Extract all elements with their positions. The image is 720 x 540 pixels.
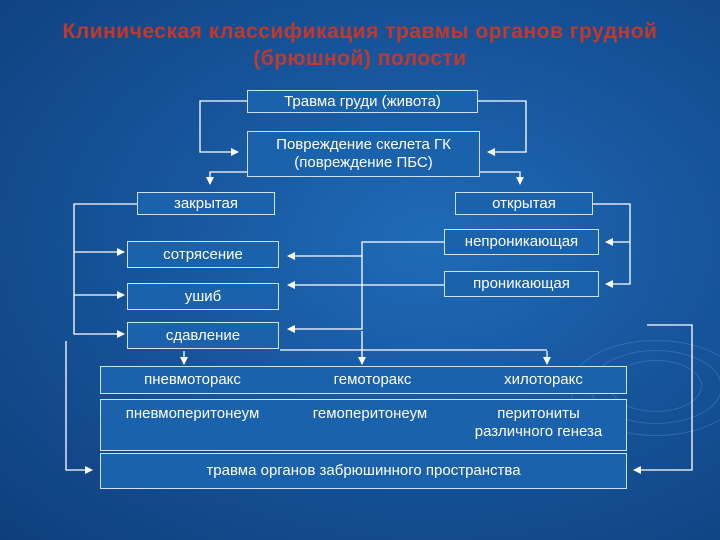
chylothorax-cell: хилоторакс [504,371,583,388]
pneumoperitoneum-cell: пневмоперитонеум [125,405,260,422]
open-box: открытая [455,192,593,215]
page-title: Клиническая классификация травмы органов… [62,20,658,70]
open-label: открытая [492,194,556,212]
connector-skeleton-closed [206,171,247,185]
connector-left-retroperitoneal [65,341,93,474]
penetrating-label: проникающая [473,275,570,292]
compression-box: сдавление [127,322,279,349]
peritonitis-line2: различного генеза [474,423,603,440]
skeleton-label-line1: Повреждение скелета ГК [276,136,451,153]
table-row-thorax [100,366,627,394]
skeleton-label-line2: (повреждение ПБС) [294,154,433,171]
nonpenetrating-box: непроникающая [444,229,599,255]
trauma-box: Травма груди (живота) [247,90,478,113]
closed-label: закрытая [173,194,239,212]
peritonitis-cell: перитониты различного генеза [450,405,627,441]
connector-skeleton-open [480,171,524,185]
pneumothorax-cell: пневмоторакс [144,371,241,388]
concussion-label: сотрясение [163,245,243,263]
nonpenetrating-label: непроникающая [464,233,579,250]
skeleton-box: Повреждение скелета ГК (повреждение ПБС) [247,131,480,177]
trauma-label: Травма груди (живота) [284,92,441,110]
connector-right-retroperitoneal [633,324,693,474]
connector-closed-branch [73,203,137,338]
hemoperitoneum-cell: гемоперитонеум [312,405,428,422]
retroperitoneal-label: травма органов забрюшинного пространства [206,462,521,479]
compression-label: сдавление [165,326,241,344]
bruise-label: ушиб [184,287,222,305]
hemothorax-cell: гемоторакс [333,371,412,388]
concussion-box: сотрясение [127,241,279,268]
closed-box: закрытая [137,192,275,215]
connector-open-branch [593,203,631,288]
connector-trauma-left [199,100,247,156]
table-row-peritoneum [100,399,627,451]
penetrating-box: проникающая [444,271,599,297]
connector-trauma-right [478,100,527,156]
peritonitis-line1: перитониты [497,405,580,422]
bruise-box: ушиб [127,283,279,310]
table-row-retroperitoneal: травма органов забрюшинного пространства [100,453,627,489]
